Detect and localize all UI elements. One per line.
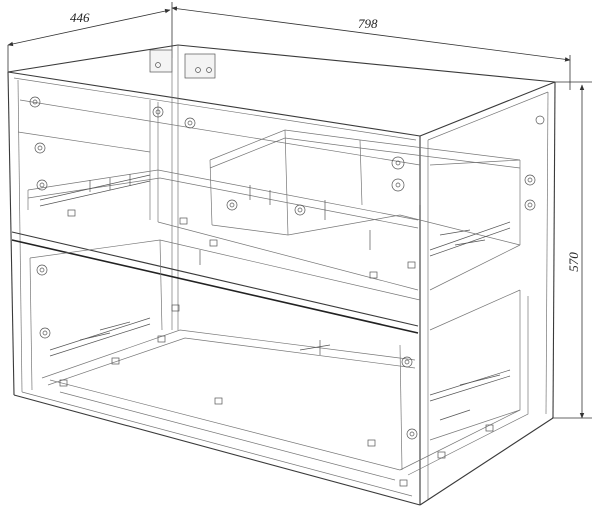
dimension-depth: 446 <box>7 8 171 72</box>
depth-label: 446 <box>70 10 90 25</box>
wall-bracket-right <box>184 53 216 79</box>
upper-drawer-box <box>27 129 521 291</box>
dowel-pins <box>79 174 486 421</box>
dimension-width: 798 <box>171 2 571 90</box>
dimension-height: 570 <box>552 81 592 419</box>
lower-drawer-box <box>29 239 529 481</box>
width-label: 798 <box>358 16 378 31</box>
wall-bracket-left <box>149 49 173 73</box>
drawer-runners <box>39 174 511 402</box>
upper-drawer-front <box>11 99 421 334</box>
cabinet-carcass <box>7 44 556 506</box>
height-label: 570 <box>566 252 581 272</box>
fasteners <box>29 96 545 487</box>
